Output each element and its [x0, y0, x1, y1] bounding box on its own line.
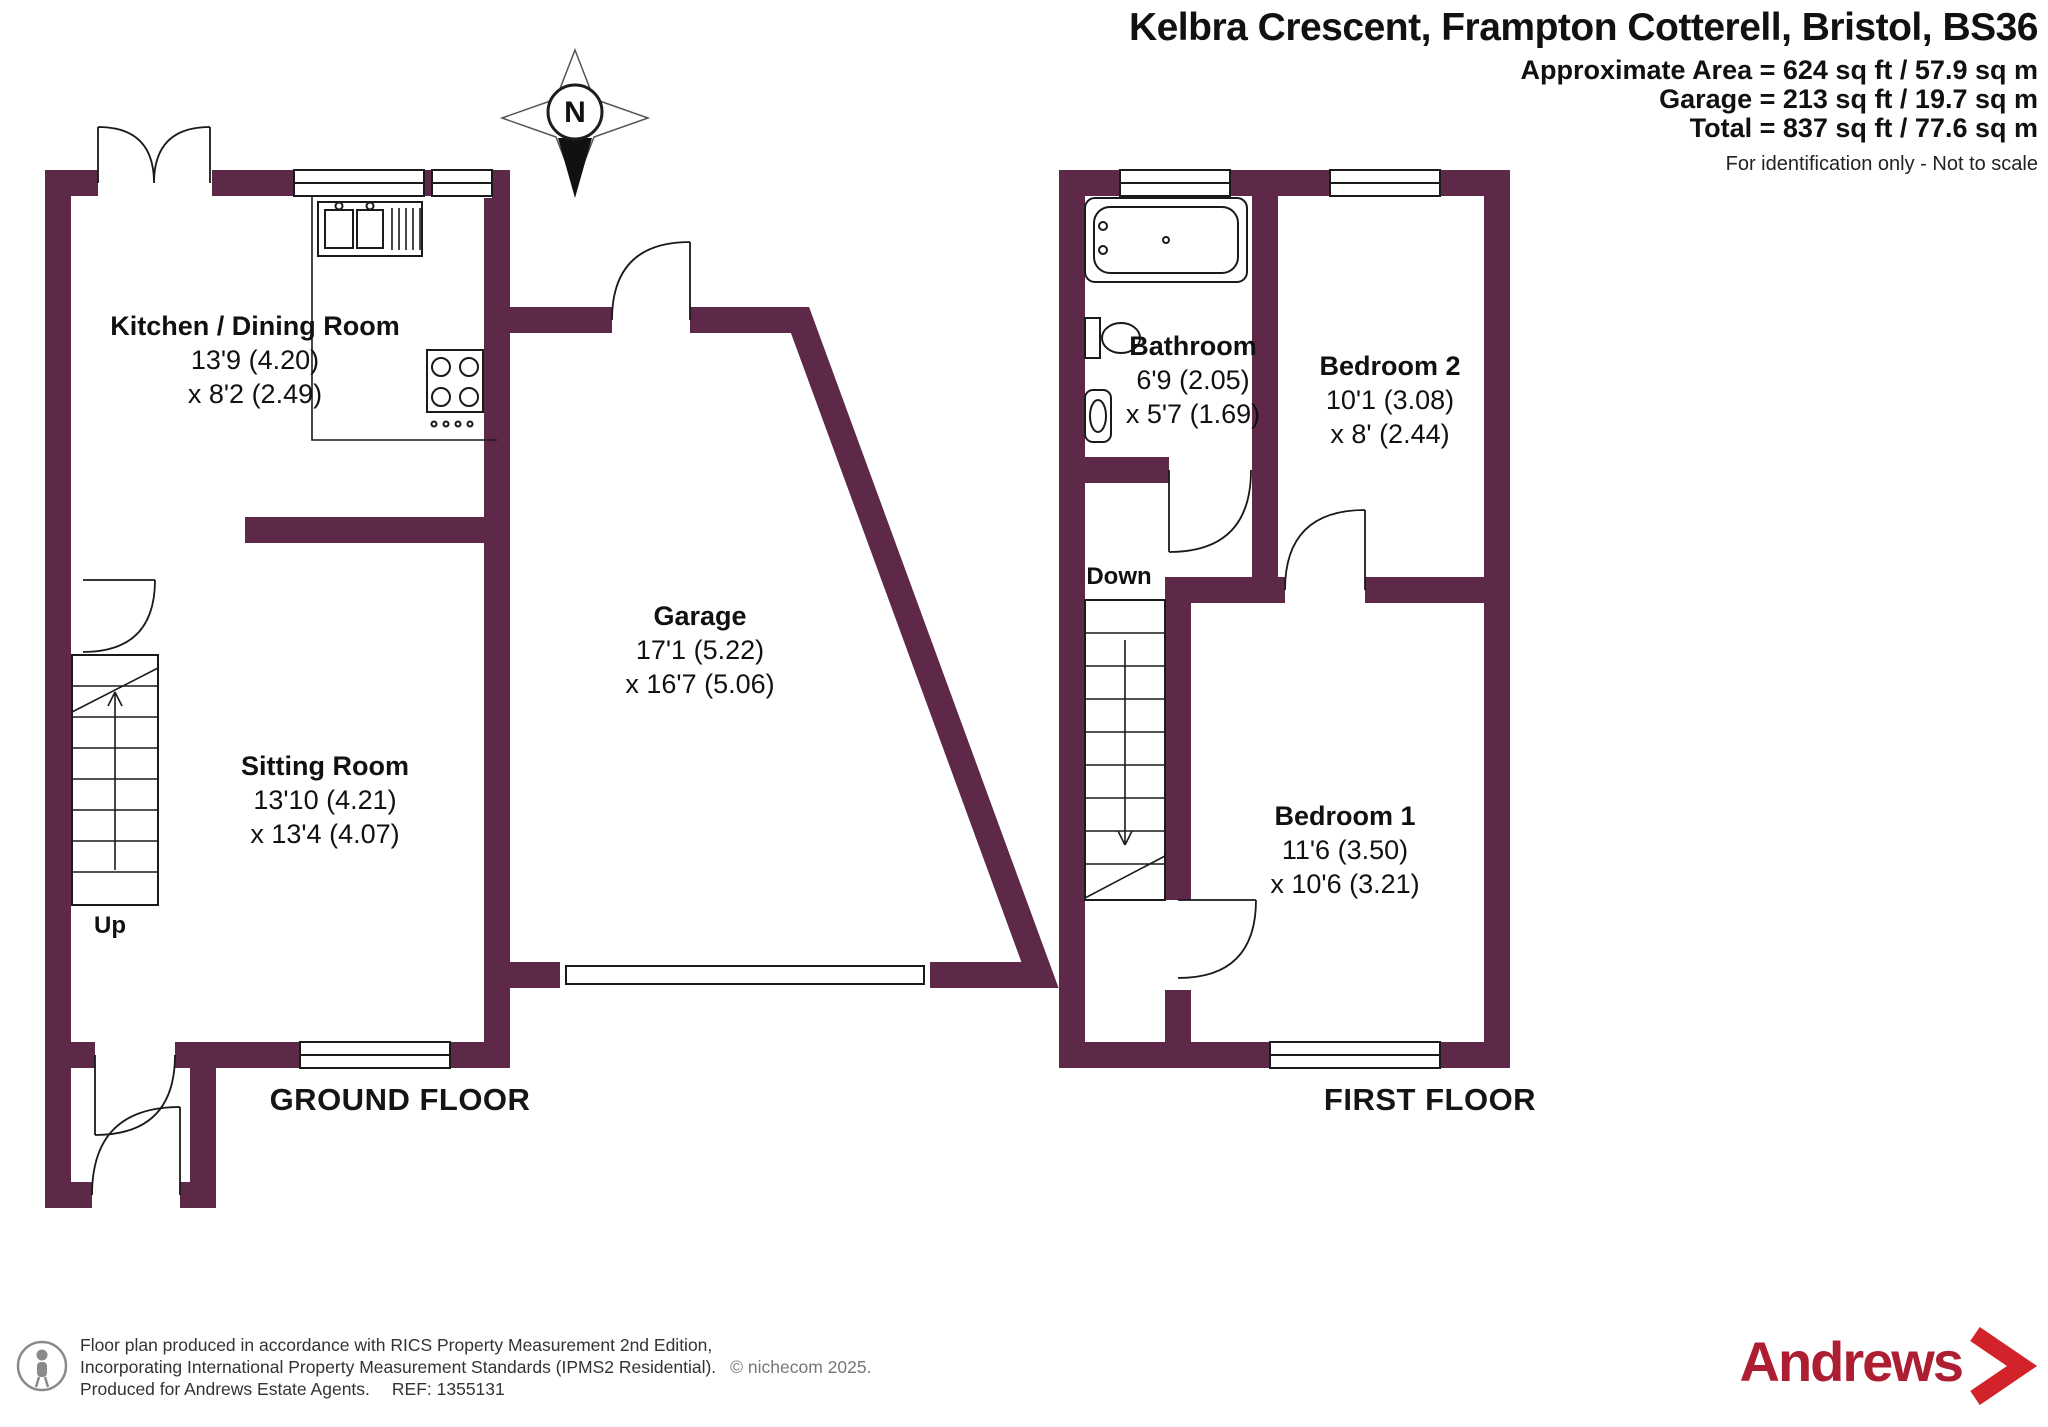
kitchen-divider-wall	[245, 517, 497, 543]
room-label-sitting-room: Sitting Room 13'10 (4.21) x 13'4 (4.07)	[241, 749, 409, 851]
room-label-bedroom-2: Bedroom 2 10'1 (3.08) x 8' (2.44)	[1319, 349, 1460, 451]
room-dims: x 16'7 (5.06)	[625, 669, 775, 699]
andrews-chevron-icon	[1970, 1326, 2038, 1406]
footer-line-1: Floor plan produced in accordance with R…	[80, 1335, 713, 1355]
room-name: Bedroom 2	[1319, 351, 1461, 381]
room-name: Kitchen / Dining Room	[110, 311, 400, 341]
kitchen-counter-edge	[311, 196, 497, 441]
room-label-kitchen: Kitchen / Dining Room 13'9 (4.20) x 8'2 …	[110, 309, 400, 411]
ground-floor-label: GROUND FLOOR	[269, 1082, 531, 1117]
footer-line-2: Incorporating International Property Mea…	[80, 1357, 717, 1377]
room-dims: 17'1 (5.22)	[635, 635, 765, 665]
room-name: Bedroom 1	[1274, 801, 1416, 831]
garage-side-door-icon	[611, 241, 691, 321]
compass-north-icon: N	[499, 47, 651, 198]
room-dims: 13'9 (4.20)	[190, 345, 320, 375]
kitchen-sink-icon	[317, 201, 423, 257]
page-title: Kelbra Crescent, Frampton Cotterell, Bri…	[1128, 6, 2039, 49]
footer-line-2-row: Incorporating International Property Mea…	[80, 1356, 871, 1378]
person-icon	[16, 1340, 68, 1392]
room-dims: 10'1 (3.08)	[1325, 385, 1455, 415]
front-door-opening	[92, 1180, 180, 1210]
room-label-garage: Garage 17'1 (5.22) x 16'7 (5.06)	[625, 599, 774, 701]
sitting-room-window	[299, 1040, 451, 1070]
room-name: Bathroom	[1129, 331, 1257, 361]
kitchen-window-small	[431, 168, 493, 198]
french-doors-icon	[97, 126, 211, 184]
room-dims: x 8'2 (2.49)	[187, 379, 323, 409]
stairs-up-label: Up	[94, 912, 126, 939]
room-dims: x 10'6 (3.21)	[1270, 869, 1420, 899]
front-door-icon	[91, 1106, 181, 1196]
footer-line-3-row: Produced for Andrews Estate Agents. REF: …	[80, 1378, 871, 1400]
bedroom2-window	[1329, 168, 1441, 198]
bedroom1-window	[1269, 1040, 1441, 1070]
room-dims: 13'10 (4.21)	[253, 785, 397, 815]
footer-ref: REF: 1355131	[391, 1379, 505, 1399]
bedroom2-door-icon	[1284, 509, 1366, 591]
footer-line-3: Produced for Andrews Estate Agents.	[80, 1379, 370, 1399]
porch-inner-door-opening	[95, 1040, 175, 1070]
bedroom1-door-opening	[1165, 900, 1191, 990]
bathroom-window	[1119, 168, 1231, 198]
ground-floor-plan	[45, 126, 1059, 1210]
room-label-bathroom: Bathroom 6'9 (2.05) x 5'7 (1.69)	[1126, 329, 1260, 431]
bathroom-bottom-wall	[1059, 457, 1169, 483]
garage-side-door-opening	[612, 305, 690, 335]
bathtub-icon	[1084, 197, 1248, 283]
room-name: Sitting Room	[241, 751, 409, 781]
toilet-icon	[1084, 317, 1141, 359]
andrews-logo: Andrews	[1739, 1330, 1964, 1393]
room-dims: 11'6 (3.50)	[1281, 835, 1409, 865]
room-name: Garage	[653, 601, 747, 631]
stairs-down	[1084, 599, 1166, 901]
bedroom2-door-opening	[1285, 575, 1365, 605]
kitchen-window	[293, 168, 425, 198]
room-dims: x 13'4 (4.07)	[250, 819, 400, 849]
room-dims: x 5'7 (1.69)	[1125, 399, 1261, 429]
garage-door-panel	[565, 965, 925, 985]
garage-outline	[484, 307, 1059, 988]
scale-disclaimer: For identification only - Not to scale	[1725, 153, 2038, 175]
bathroom-door-icon	[1168, 469, 1252, 553]
total-area-line: Total = 837 sq ft / 77.6 sq m	[1689, 113, 2038, 143]
stairs-down-label: Down	[1086, 563, 1152, 590]
bedroom1-door-icon	[1177, 899, 1257, 979]
bathroom-right-wall	[1252, 170, 1278, 603]
room-dims: 6'9 (2.05)	[1136, 365, 1250, 395]
approximate-area-line: Approximate Area = 624 sq ft / 57.9 sq m	[1520, 55, 2038, 85]
area-summary: Approximate Area = 624 sq ft / 57.9 sq m…	[1521, 56, 2038, 179]
room-label-bedroom-1: Bedroom 1 11'6 (3.50) x 10'6 (3.21)	[1270, 799, 1419, 901]
first-floor-plan	[1059, 168, 1510, 1070]
footer-disclaimer: Floor plan produced in accordance with R…	[80, 1334, 871, 1400]
garage-area-line: Garage = 213 sq ft / 19.7 sq m	[1659, 84, 2038, 114]
hob-icon	[426, 349, 484, 428]
compass-north-label: N	[564, 96, 586, 129]
stairs-up	[71, 654, 159, 906]
first-floor-label: FIRST FLOOR	[1323, 1082, 1537, 1117]
footer-copyright: © nichecom 2025.	[730, 1357, 872, 1377]
porch-inner-door-icon	[94, 1054, 176, 1136]
basin-icon	[1084, 389, 1112, 443]
stairs-door-icon	[82, 579, 156, 653]
room-dims: x 8' (2.44)	[1330, 419, 1450, 449]
